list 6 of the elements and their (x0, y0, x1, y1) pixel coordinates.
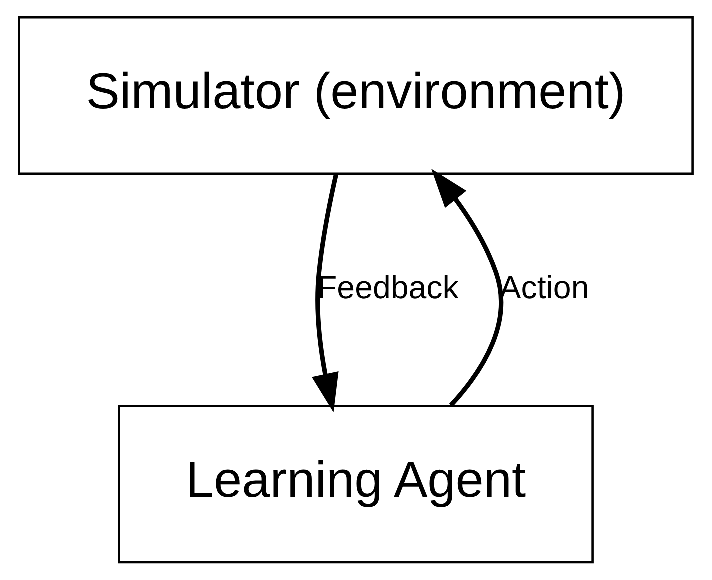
arrow (312, 174, 339, 413)
edge-label: Feedback (318, 270, 459, 306)
node-box: Simulator (environment) (18, 16, 694, 176)
node-box: Learning Agent (118, 404, 594, 564)
edge-label: Action (500, 270, 590, 306)
arrow (432, 169, 504, 408)
